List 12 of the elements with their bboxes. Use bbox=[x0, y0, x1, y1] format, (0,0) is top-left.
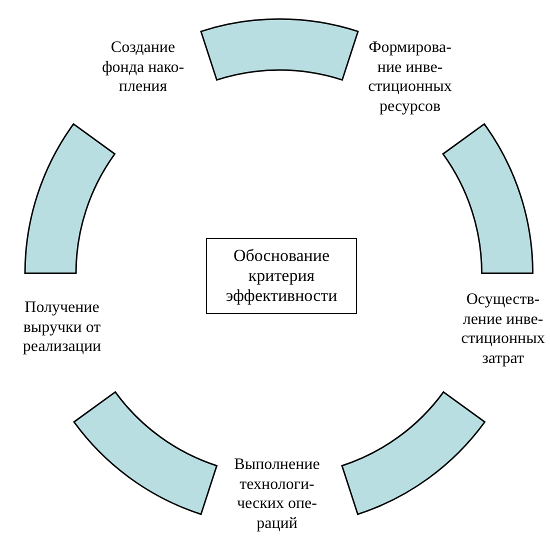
stage-label: Создание фонда нако-пления bbox=[102, 39, 184, 95]
arc-segment bbox=[340, 391, 486, 516]
stage-label: Формирова-ние инве-стиционных ресурсов bbox=[368, 39, 452, 114]
stage-label: Выполнение технологи-ческих опе-раций bbox=[234, 456, 320, 532]
text-box bbox=[206, 238, 357, 314]
stage-label: Осуществ-ление инве-стиционных затрат bbox=[461, 291, 545, 366]
box-label: Обоснование критерия эффективности bbox=[224, 246, 338, 306]
arc-segment bbox=[24, 122, 116, 274]
arc-segment bbox=[72, 391, 218, 516]
arc-segment bbox=[442, 122, 534, 274]
stage-label: Получение выручки от реализации bbox=[22, 299, 102, 355]
arc-segment bbox=[200, 18, 358, 81]
